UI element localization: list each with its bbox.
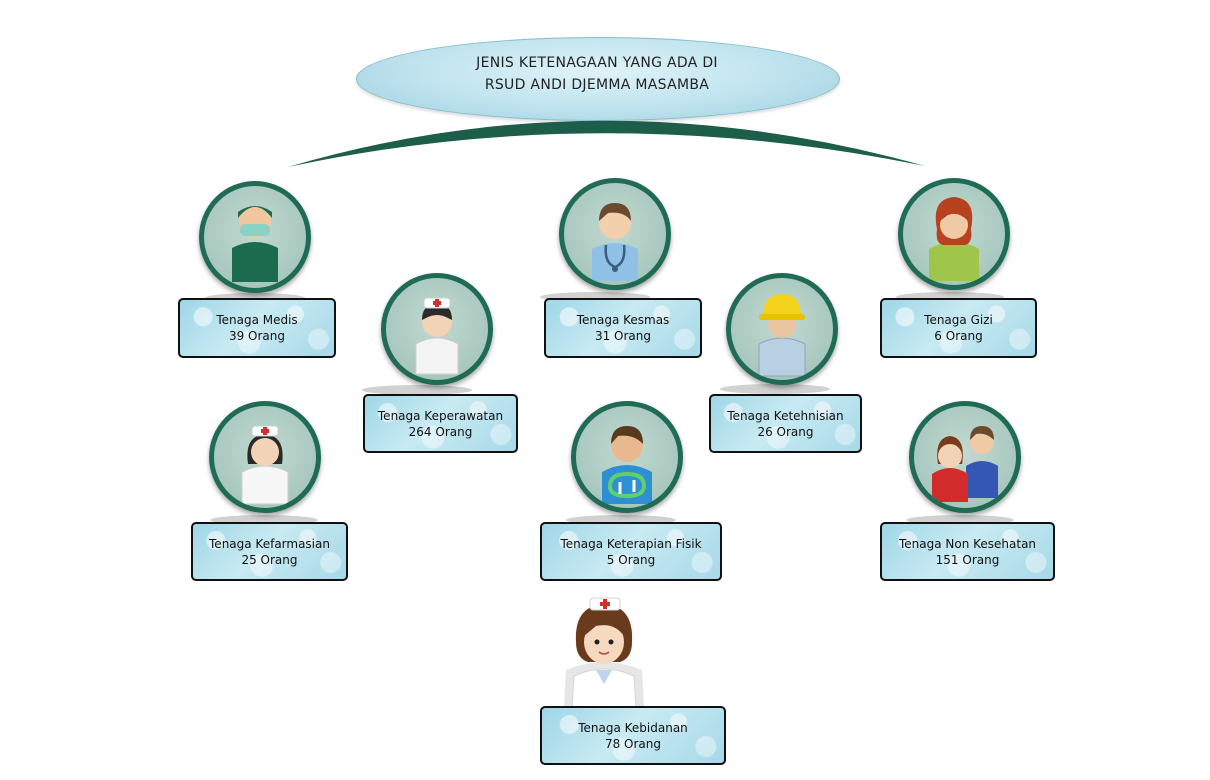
avatar-shadow — [362, 385, 472, 395]
avatar-shadow — [896, 292, 1004, 302]
node-tenaga-non-kesehatan: Tenaga Non Kesehatan 151 Orang — [880, 522, 1055, 581]
technician-hardhat-icon — [726, 273, 838, 385]
node-tenaga-medis: Tenaga Medis 39 Orang — [178, 298, 336, 358]
staff-group-icon — [909, 401, 1021, 513]
title-line-2: RSUD ANDI DJEMMA MASAMBA — [484, 77, 710, 93]
avatar-shadow — [210, 515, 318, 525]
avatar-shadow — [566, 515, 676, 525]
arc-connector — [288, 120, 925, 167]
node-tenaga-ketehnisian: Tenaga Ketehnisian 26 Orang — [709, 394, 862, 453]
node-tenaga-gizi: Tenaga Gizi 6 Orang — [880, 298, 1037, 358]
node-name: Tenaga Keperawatan — [377, 408, 504, 423]
avatar-shadow — [720, 384, 830, 394]
node-name: Tenaga Ketehnisian — [727, 408, 844, 423]
node-tenaga-kefarmasian: Tenaga Kefarmasian 25 Orang — [191, 522, 348, 581]
diagram-title: JENIS KETENAGAAN YANG ADA DI RSUD ANDI D… — [356, 52, 838, 96]
node-name: Tenaga Gizi — [924, 313, 993, 327]
node-count: 5 Orang — [606, 552, 656, 567]
physiotherapist-icon — [571, 401, 683, 513]
node-name: Tenaga Kebidanan — [578, 720, 688, 735]
node-name: Tenaga Keterapian Fisik — [560, 536, 702, 551]
node-tenaga-kesmas: Tenaga Kesmas 31 Orang — [544, 298, 702, 358]
node-count: 6 Orang — [934, 329, 983, 343]
midwife-icon — [564, 597, 644, 708]
node-count: 26 Orang — [757, 424, 814, 439]
node-name: Tenaga Non Kesehatan — [898, 536, 1037, 551]
node-count: 31 Orang — [594, 329, 652, 343]
nutritionist-icon — [898, 178, 1010, 290]
node-name: Tenaga Medis — [216, 313, 298, 327]
node-count: 151 Orang — [935, 552, 1000, 567]
node-name: Tenaga Kefarmasian — [209, 536, 330, 551]
node-tenaga-kebidanan: Tenaga Kebidanan 78 Orang — [540, 706, 726, 765]
surgeon-icon — [199, 181, 311, 293]
doctor-stethoscope-icon — [559, 178, 671, 290]
pharmacist-icon — [209, 401, 321, 513]
nurse-icon — [381, 273, 493, 385]
avatar-shadow — [540, 292, 650, 302]
avatar-shadow — [906, 515, 1014, 525]
node-name: Tenaga Kesmas — [576, 313, 670, 327]
node-count: 264 Orang — [408, 424, 473, 439]
node-count: 25 Orang — [241, 552, 298, 567]
title-line-1: JENIS KETENAGAAN YANG ADA DI — [476, 55, 718, 71]
node-count: 78 Orang — [604, 736, 662, 751]
node-tenaga-keperawatan: Tenaga Keperawatan 264 Orang — [363, 394, 518, 453]
node-tenaga-keterapian-fisik: Tenaga Keterapian Fisik 5 Orang — [540, 522, 722, 581]
node-count: 39 Orang — [228, 329, 286, 343]
title-banner — [356, 37, 840, 121]
